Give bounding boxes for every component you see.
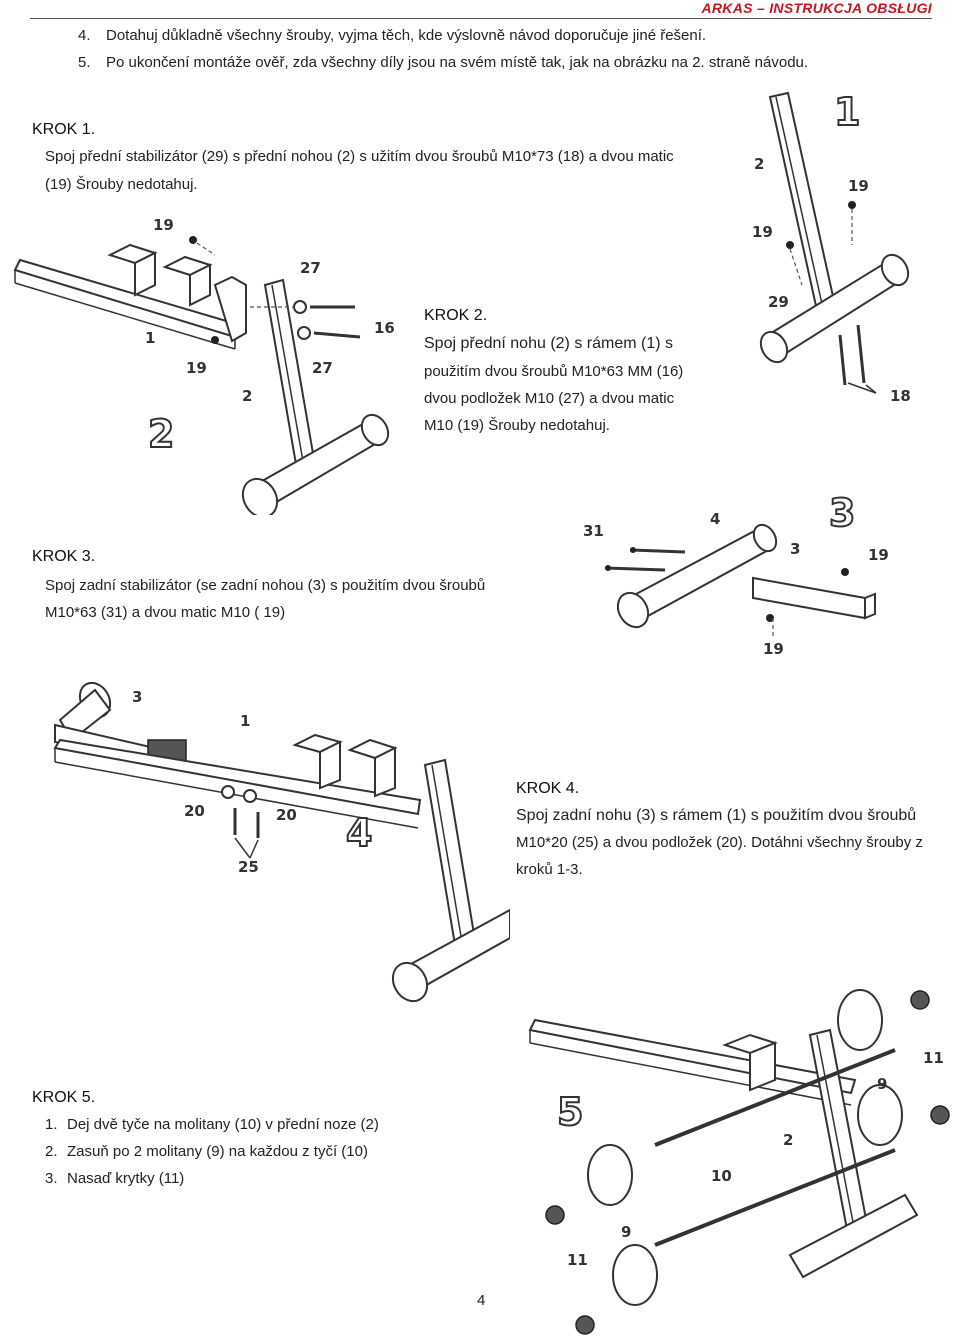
part-label: 19 [868,546,889,564]
step1-illustration: 1 2 19 19 29 18 [752,89,911,405]
part-label: 2 [242,387,252,405]
step3-line: Spoj zadní stabilizátor (se zadní nohou … [45,577,486,594]
step2-line: M10 (19) Šrouby nedotahuj. [424,417,610,434]
part-label: 10 [711,1167,732,1185]
part-label: 27 [312,359,333,377]
part-label: 31 [583,522,604,540]
step3-figure-number: 3 [829,491,855,535]
step1-heading: KROK 1. [32,121,96,138]
part-label: 18 [890,387,911,405]
header-brand: ARKAS – INSTRUKCJA OBSŁUGI [701,0,932,16]
step2-heading: KROK 2. [424,307,488,324]
step4-heading: KROK 4. [516,780,580,797]
part-label: 19 [763,640,784,658]
step5-item-text: Dej dvě tyče na molitany (10) v přední n… [67,1116,379,1133]
part-label: 16 [374,319,395,337]
step5-item-num: 2. [45,1143,58,1160]
part-label: 20 [276,806,297,824]
step2-line: použitím dvou šroubů M10*63 MM (16) [424,363,684,380]
step4-line: kroků 1-3. [516,861,583,878]
part-label: 27 [300,259,321,277]
part-label: 20 [184,802,205,820]
intro-item-num: 4. [78,27,91,44]
part-label: 3 [132,688,142,706]
step2-line: dvou podložek M10 (27) a dvou matic [424,390,675,407]
part-label: 11 [567,1251,588,1269]
step5-item-num: 1. [45,1116,58,1133]
part-label: 19 [752,223,773,241]
intro-item-text: Dotahuj důkladně všechny šrouby, vyjma t… [106,27,707,44]
part-label: 3 [790,540,800,558]
part-label: 19 [186,359,207,377]
part-label: 9 [877,1075,887,1093]
step1-figure-number: 1 [834,90,860,134]
step3-heading: KROK 3. [32,548,96,565]
step4-line: M10*20 (25) a dvou podložek (20). Dotáhn… [516,834,923,851]
part-label: 11 [923,1049,944,1067]
part-label: 19 [153,216,174,234]
step1-line: (19) Šrouby nedotahuj. [45,176,198,193]
intro-item-num: 5. [78,54,91,71]
part-label: 1 [145,329,155,347]
step4-figure-number: 4 [346,811,372,855]
step3-line: M10*63 (31) a dvou matic M10 ( 19) [45,604,286,621]
step5-item-text: Zasuň po 2 molitany (9) na každou z tyčí… [67,1143,368,1160]
step5-item-text: Nasaď krytky (11) [67,1170,185,1187]
step5-illustration: 11 9 2 10 9 11 5 [528,989,950,1335]
step3-illustration: 3 31 4 3 19 19 [583,490,889,658]
step5-item-num: 3. [45,1170,58,1187]
step2-figure-number: 2 [148,412,174,456]
part-label: 29 [768,293,789,311]
step1-line: Spoj přední stabilizátor (29) s přední n… [45,148,674,165]
step5-figure-number: 5 [557,1090,583,1134]
page-number: 4 [477,1292,486,1309]
part-label: 9 [621,1223,631,1241]
step2-line: Spoj přední nohu (2) s rámem (1) s [424,335,673,352]
step4-line: Spoj zadní nohu (3) s rámem (1) s použit… [516,807,917,824]
header-rule [30,18,932,19]
step4-illustration: 3 1 20 20 25 4 [53,681,510,1003]
intro-item-text: Po ukončení montáže ověř, zda všechny dí… [106,54,809,71]
part-label: 2 [754,155,764,173]
part-label: 4 [710,510,720,528]
part-label: 2 [783,1131,793,1149]
part-label: 25 [238,858,259,876]
step2-illustration: 19 27 1 16 19 27 2 2 [13,216,395,515]
part-label: 1 [240,712,250,730]
step5-heading: KROK 5. [32,1089,96,1106]
part-label: 19 [848,177,869,195]
